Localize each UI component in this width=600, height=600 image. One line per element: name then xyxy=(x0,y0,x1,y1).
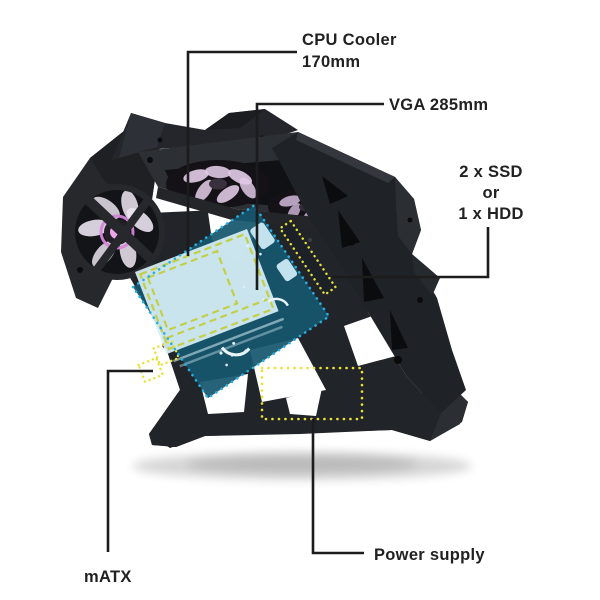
cpu-cooler-text: CPU Cooler xyxy=(302,31,397,49)
callout-line-matx xyxy=(106,369,153,552)
cpu-cooler-size: 170mm xyxy=(302,53,361,71)
case-left-frame xyxy=(61,127,165,308)
callout-line-storage xyxy=(332,227,490,279)
matx-corner-marker-2 xyxy=(136,356,165,384)
storage-or-text: or xyxy=(482,184,500,202)
cpu-cooler-zone-dashed xyxy=(146,249,239,332)
matx-corner-marker xyxy=(152,339,181,367)
callout-line-vga xyxy=(255,102,384,290)
left-fan xyxy=(69,184,165,280)
callout-line-cpu-cooler xyxy=(186,50,297,256)
vga-text: VGA 285mm xyxy=(389,96,489,114)
callout-line-power-supply xyxy=(311,419,364,555)
callout-matx-label: mATX xyxy=(84,566,132,588)
case-top-wing xyxy=(111,109,298,161)
callout-storage-label: 2 x SSD or 1 x HDD xyxy=(445,162,537,225)
case-shadow xyxy=(132,452,472,480)
storage-ssd-text: 2 x SSD xyxy=(459,163,523,181)
case-right-panel xyxy=(272,132,466,413)
motherboard-area-highlight xyxy=(135,228,285,384)
callout-power-supply-label: Power supply xyxy=(374,544,485,566)
matx-text: mATX xyxy=(84,568,132,586)
callout-vga-label: VGA 285mm xyxy=(389,94,488,116)
power-supply-text: Power supply xyxy=(374,546,485,564)
callout-lines xyxy=(106,50,490,555)
callout-cpu-cooler-label: CPU Cooler 170mm xyxy=(302,29,397,73)
ssd-area-highlight xyxy=(278,219,338,297)
storage-hdd-text: 1 x HDD xyxy=(458,205,524,223)
